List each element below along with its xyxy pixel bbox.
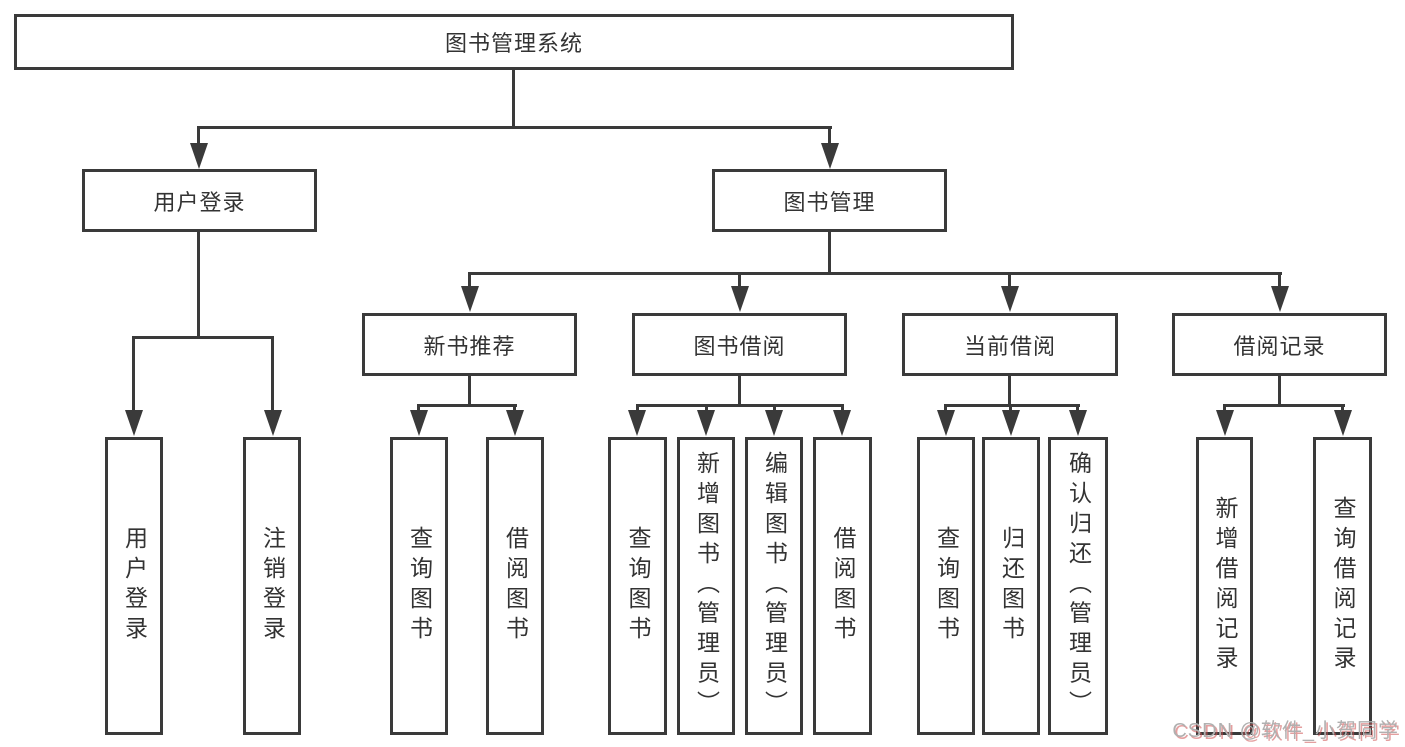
node-book-management: 图书管理 xyxy=(712,169,947,232)
connector-line xyxy=(738,376,741,404)
connector-line xyxy=(1008,272,1011,288)
connector-level1-split xyxy=(197,126,832,129)
connector-root-stem xyxy=(512,70,515,126)
node-borrow-records: 借阅记录 xyxy=(1172,313,1387,376)
leaf-borrow-books: 借阅图书 xyxy=(813,437,872,735)
connector-line xyxy=(944,404,1080,407)
node-new-book-recommend: 新书推荐 xyxy=(362,313,577,376)
connector-line xyxy=(1223,404,1226,414)
arrow-down-icon xyxy=(937,410,955,436)
connector-line xyxy=(1278,272,1281,288)
connector-line xyxy=(132,336,135,412)
arrow-down-icon xyxy=(1271,286,1289,312)
connector-line xyxy=(636,404,639,414)
node-user-login: 用户登录 xyxy=(82,169,317,232)
connector-level2-split xyxy=(468,272,1282,275)
connector-line xyxy=(513,404,516,414)
arrow-down-icon xyxy=(461,286,479,312)
node-label: 借阅记录 xyxy=(1233,333,1326,359)
connector-line xyxy=(738,272,741,288)
leaf-label: 查询图书 xyxy=(625,526,651,646)
connector-line xyxy=(197,232,200,336)
connector-line xyxy=(468,272,471,288)
leaf-add-borrow-record: 新增借阅记录 xyxy=(1196,437,1253,735)
node-label: 图书借阅 xyxy=(693,333,786,359)
node-label: 当前借阅 xyxy=(963,333,1056,359)
arrow-down-icon xyxy=(628,410,646,436)
connector-line xyxy=(773,404,776,414)
arrow-down-icon xyxy=(1334,410,1352,436)
leaf-query-books-current: 查询图书 xyxy=(917,437,975,735)
watermark: CSDN @软件_小贺同学 xyxy=(1172,720,1399,742)
connector-line xyxy=(197,126,200,146)
leaf-label: 借阅图书 xyxy=(830,526,856,646)
connector-line xyxy=(1278,376,1281,404)
leaf-label: 注销登录 xyxy=(259,526,286,646)
arrow-down-icon xyxy=(1001,286,1019,312)
connector-line xyxy=(841,404,844,414)
leaf-query-borrow-record: 查询借阅记录 xyxy=(1313,437,1372,735)
arrow-down-icon xyxy=(697,410,715,436)
leaf-label: 查询图书 xyxy=(933,526,960,646)
node-user-login-label: 用户登录 xyxy=(153,189,246,215)
arrow-down-icon xyxy=(765,410,783,436)
node-current-borrow: 当前借阅 xyxy=(902,313,1118,376)
leaf-query-books-borrow: 查询图书 xyxy=(608,437,667,735)
connector-line xyxy=(636,404,844,407)
arrow-down-icon xyxy=(410,410,428,436)
leaf-user-login: 用户登录 xyxy=(105,437,163,735)
leaf-confirm-return-admin: 确认归还（管理员） xyxy=(1048,437,1108,735)
connector-line xyxy=(705,404,708,414)
leaf-label: 新增图书（管理员） xyxy=(693,451,720,721)
connector-line xyxy=(828,232,831,272)
leaf-label: 查询图书 xyxy=(406,526,433,646)
leaf-label: 新增借阅记录 xyxy=(1212,496,1238,676)
leaf-label: 用户登录 xyxy=(121,526,148,646)
connector-line xyxy=(1009,404,1012,414)
arrow-down-icon xyxy=(264,410,282,436)
arrow-down-icon xyxy=(1069,410,1087,436)
leaf-add-books-admin: 新增图书（管理员） xyxy=(677,437,735,735)
arrow-down-icon xyxy=(731,286,749,312)
connector-line xyxy=(417,404,517,407)
connector-line xyxy=(468,376,471,404)
connector-line xyxy=(1223,404,1345,407)
connector-line xyxy=(271,336,274,412)
connector-line xyxy=(417,404,420,414)
connector-line xyxy=(944,404,947,414)
leaf-label: 借阅图书 xyxy=(502,526,529,646)
connector-line xyxy=(1076,404,1079,414)
leaf-label: 确认归还（管理员） xyxy=(1065,451,1092,721)
leaf-logout: 注销登录 xyxy=(243,437,301,735)
arrow-down-icon xyxy=(1216,410,1234,436)
node-label: 新书推荐 xyxy=(423,333,516,359)
leaf-label: 查询借阅记录 xyxy=(1330,496,1356,676)
connector-line xyxy=(1008,376,1011,404)
arrow-down-icon xyxy=(190,143,208,169)
node-book-management-label: 图书管理 xyxy=(783,189,876,215)
arrow-down-icon xyxy=(125,410,143,436)
leaf-label: 归还图书 xyxy=(998,526,1025,646)
leaf-edit-books-admin: 编辑图书（管理员） xyxy=(745,437,803,735)
connector-line xyxy=(828,126,831,146)
leaf-return-books: 归还图书 xyxy=(982,437,1040,735)
node-root-label: 图书管理系统 xyxy=(444,31,583,56)
arrow-down-icon xyxy=(833,410,851,436)
leaf-borrow-books-recommend: 借阅图书 xyxy=(486,437,544,735)
connector-line xyxy=(132,336,274,339)
leaf-label: 编辑图书（管理员） xyxy=(761,451,788,721)
connector-line xyxy=(1341,404,1344,414)
leaf-query-books-recommend: 查询图书 xyxy=(390,437,448,735)
node-book-borrow: 图书借阅 xyxy=(632,313,847,376)
node-root: 图书管理系统 xyxy=(14,14,1014,70)
arrow-down-icon xyxy=(1002,410,1020,436)
arrow-down-icon xyxy=(821,143,839,169)
arrow-down-icon xyxy=(506,410,524,436)
